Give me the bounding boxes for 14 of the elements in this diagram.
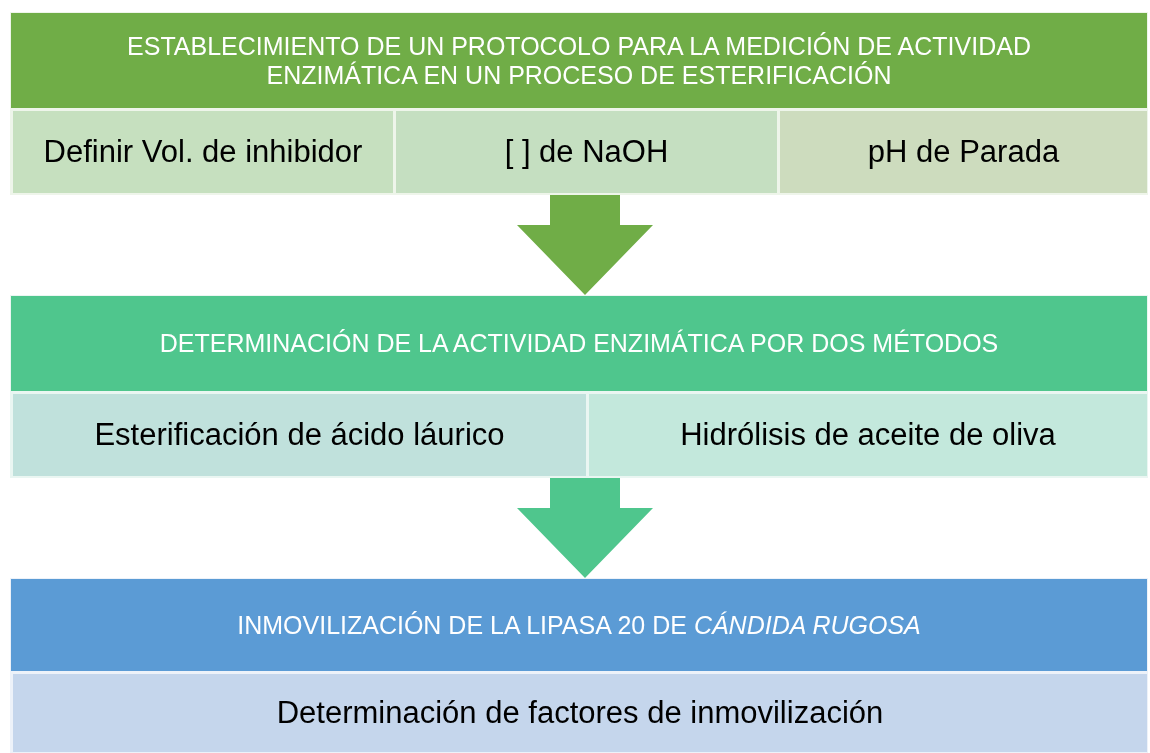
- step-box: Hidrólisis de aceite de oliva: [589, 394, 1147, 476]
- stage-panel: [10, 295, 1148, 478]
- section-heading: ESTABLECIMIENTO DE UN PROTOCOLO PARA LA MEDICIÓN DE ACTIVIDAD ENZIMÁTICA EN UN PROCESO DE ESTERIFICACIÓN: [11, 13, 1147, 108]
- arrow: [517, 478, 653, 578]
- step-box: Definir Vol. de inhibidor: [13, 111, 393, 193]
- arrow: [517, 195, 653, 295]
- step-box: [ ] de NaOH: [396, 111, 777, 193]
- stage-panel: [10, 12, 1148, 195]
- step-box: Esterificación de ácido láurico: [13, 394, 586, 476]
- stage-panel: [10, 578, 1148, 753]
- step-box: pH de Parada: [780, 111, 1147, 193]
- step-box: Determinación de factores de inmovilización: [13, 674, 1147, 752]
- section-heading: INMOVILIZACIÓN DE LA LIPASA 20 DE CÁNDIDA RUGOSA: [11, 579, 1147, 671]
- section-heading: DETERMINACIÓN DE LA ACTIVIDAD ENZIMÁTICA POR DOS MÉTODOS: [11, 296, 1147, 391]
